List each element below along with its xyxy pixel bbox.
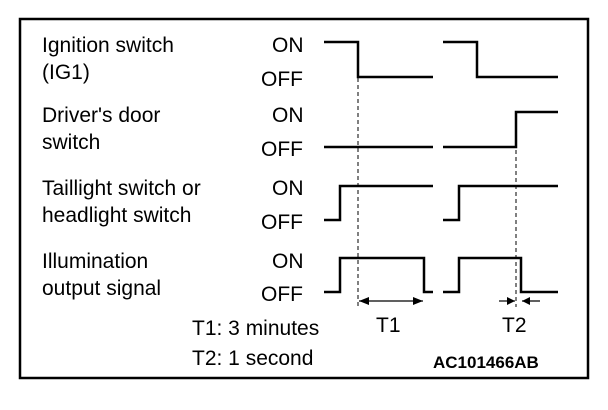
ignition-waveform-1 (324, 40, 433, 79)
state-off-label: OFF (261, 211, 303, 234)
t1-interval-label: T1 (376, 314, 401, 337)
signal-label-line: headlight switch (42, 204, 191, 227)
t1-interval-arrow (359, 297, 423, 305)
door-waveform-2 (443, 110, 558, 149)
signal-label-line: Driver's door (42, 104, 160, 127)
signal-label-line: Illumination (42, 250, 148, 273)
illumination-waveform-1 (324, 256, 433, 294)
ignition-waveform-2 (443, 40, 558, 79)
t2-interval-label: T2 (502, 314, 527, 337)
illumination-waveform-2 (443, 256, 558, 294)
legend-t2: T2: 1 second (192, 347, 313, 370)
t2-interval-arrow (499, 297, 540, 305)
state-on-label: ON (272, 177, 304, 200)
taillight-waveform-2 (443, 184, 558, 222)
signal-label-line: output signal (42, 277, 161, 300)
state-off-label: OFF (261, 138, 303, 161)
taillight-waveform-1 (324, 184, 433, 222)
state-off-label: OFF (261, 283, 303, 306)
figure-code: AC101466AB (433, 353, 539, 372)
signal-label-line: (IG1) (42, 61, 90, 84)
state-off-label: OFF (261, 68, 303, 91)
signal-taillight-switch: Taillight switch or headlight switch ON … (42, 177, 558, 234)
signal-illumination-output: Illumination output signal ON OFF (42, 250, 558, 306)
signal-label-line: Ignition switch (42, 34, 174, 57)
state-on-label: ON (272, 250, 304, 273)
signal-label-line: switch (42, 131, 100, 154)
state-on-label: ON (272, 104, 304, 127)
legend-t1: T1: 3 minutes (192, 317, 319, 340)
state-on-label: ON (272, 34, 304, 57)
signal-ignition-switch: Ignition switch (IG1) ON OFF (42, 34, 558, 91)
figure-border (18, 17, 590, 380)
signal-label-line: Taillight switch or (42, 177, 201, 200)
signal-drivers-door-switch: Driver's door switch ON OFF (42, 104, 558, 161)
